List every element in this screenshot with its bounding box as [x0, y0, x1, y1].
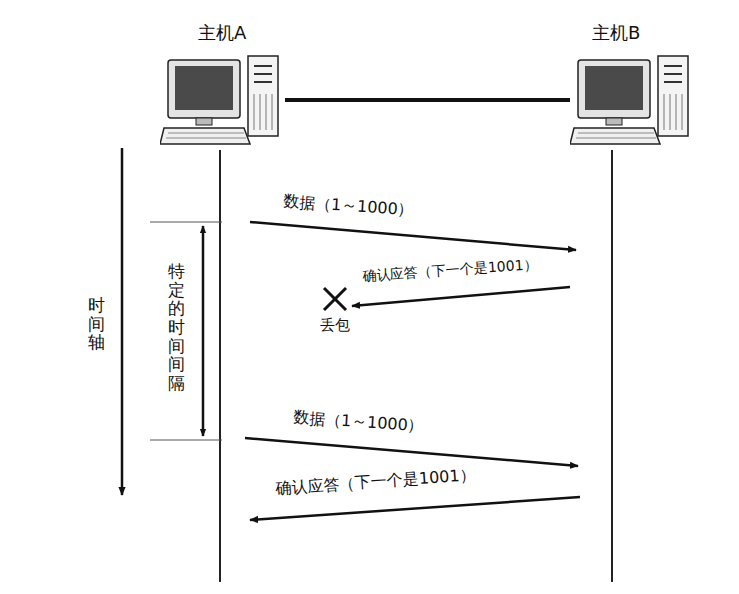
host-computer: 主机A	[160, 22, 285, 150]
network-cable	[285, 98, 570, 102]
lifelines	[220, 150, 612, 582]
message-label: 确认应答（下一个是1001）	[275, 465, 477, 498]
computer-icon	[570, 54, 695, 153]
message-label: 数据（1～1000）	[292, 407, 424, 435]
message-label: 数据（1～1000）	[282, 191, 414, 219]
host-label: 主机A	[198, 22, 246, 44]
axis-label: 时间轴	[88, 296, 105, 352]
loss-label: 丢包	[320, 316, 350, 334]
message-label: 确认应答（下一个是1001）	[362, 256, 538, 285]
host-computer: 主机B	[570, 22, 695, 150]
interval-label: 特定的时间间隔	[168, 262, 185, 393]
message-arrows	[245, 222, 580, 520]
host-label: 主机B	[592, 22, 640, 44]
computer-icon	[160, 54, 285, 153]
time-axis	[121, 148, 124, 495]
lost-packet-cross	[324, 288, 346, 310]
interval-bracket	[150, 222, 222, 440]
interval-arrow	[202, 226, 205, 436]
